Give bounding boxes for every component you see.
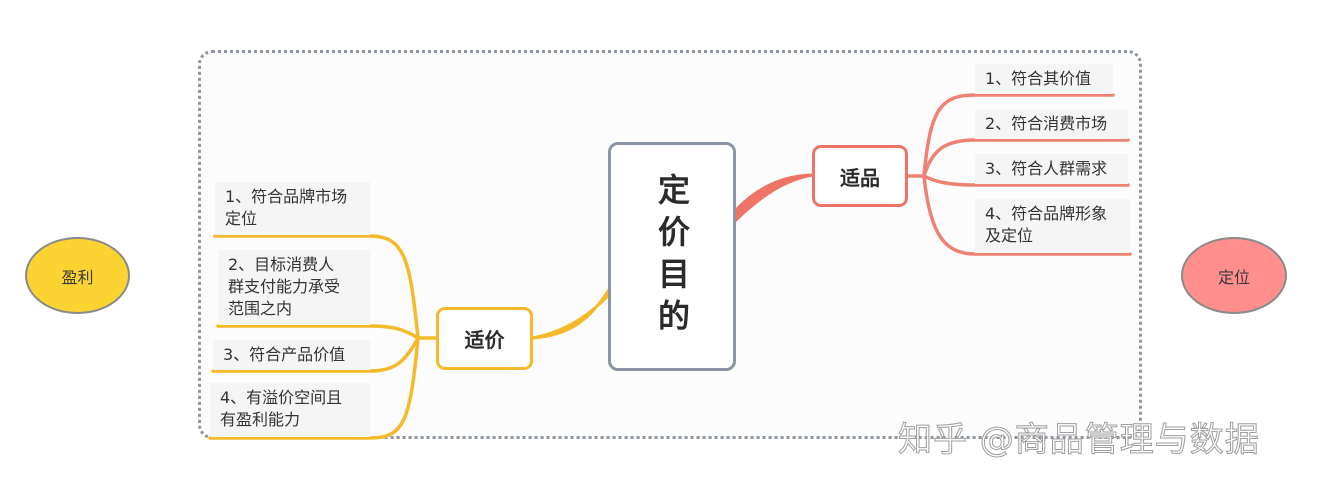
floating-topic-positioning-label: 定位 — [1217, 267, 1250, 287]
floating-topic-positioning[interactable]: 定位 — [1181, 237, 1287, 314]
central-topic-label: 定价目的 — [653, 172, 691, 341]
subtopic-left-1[interactable]: 1、符合品牌市场 定位 — [215, 182, 370, 235]
central-topic[interactable]: 定价目的 — [608, 142, 736, 371]
subtopic-right-4[interactable]: 4、符合品牌形象 及定位 — [975, 199, 1130, 253]
main-topic-right-label: 适品 — [840, 165, 880, 190]
connector-central-right — [734, 173, 813, 224]
floating-topic-profit[interactable]: 盈利 — [25, 237, 130, 314]
subtopic-right-3[interactable]: 3、符合人群需求 — [975, 154, 1128, 184]
connector-central-left — [532, 282, 612, 340]
subtopic-right-2[interactable]: 2、符合消费市场 — [975, 109, 1128, 139]
main-topic-left[interactable]: 适价 — [436, 307, 533, 370]
subtopic-left-3[interactable]: 3、符合产品价值 — [213, 340, 370, 370]
main-topic-left-label: 适价 — [464, 328, 505, 352]
main-topic-right[interactable]: 适品 — [812, 145, 908, 207]
subtopic-left-4[interactable]: 4、有溢价空间且 有盈利能力 — [210, 383, 370, 437]
watermark: 知乎 @商品管理与数据 — [898, 420, 1260, 461]
subtopic-right-1[interactable]: 1、符合其价值 — [975, 64, 1113, 94]
floating-topic-profit-label: 盈利 — [61, 267, 94, 287]
subtopic-left-2[interactable]: 2、目标消费人 群支付能力承受 范围之内 — [218, 250, 370, 325]
